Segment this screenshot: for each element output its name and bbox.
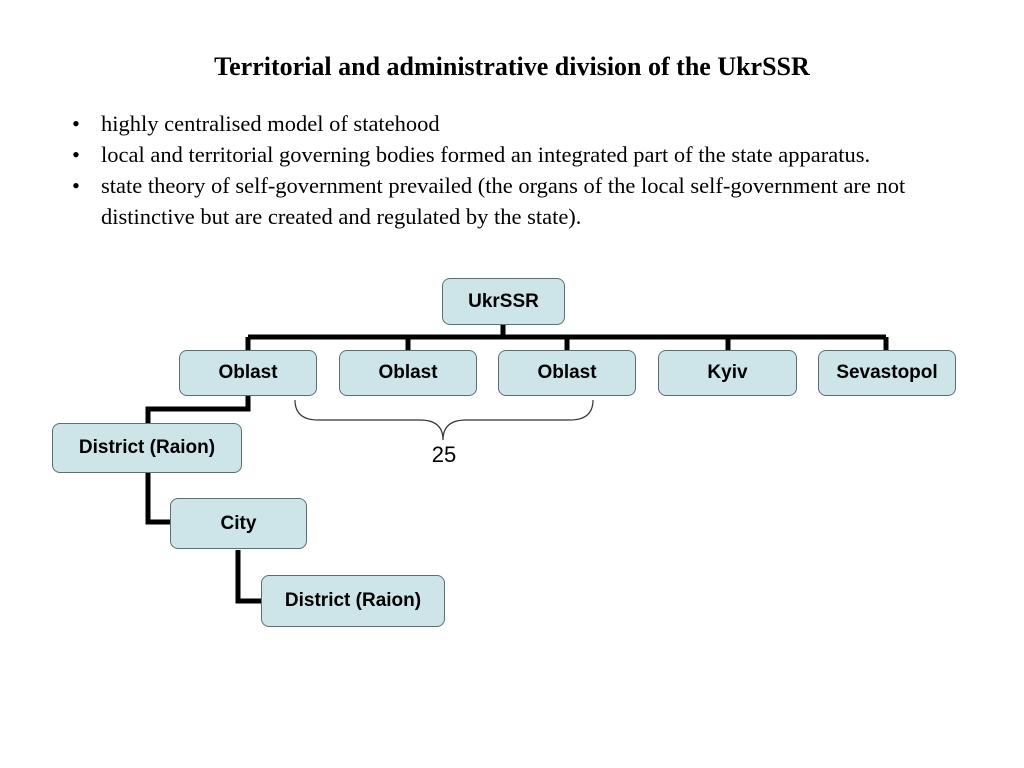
node-kyiv: Kyiv <box>658 350 797 396</box>
bullet-text: highly centralised model of statehood <box>101 111 440 136</box>
node-city: City <box>170 498 307 549</box>
bullet-item: • local and territorial governing bodies… <box>72 139 972 170</box>
bullet-icon: • <box>72 111 80 136</box>
bullet-icon: • <box>72 142 80 167</box>
node-oblast: Oblast <box>179 350 317 396</box>
connector-city <box>145 473 170 525</box>
connector-city-district <box>235 550 261 604</box>
bullet-list: • highly centralised model of statehood … <box>72 108 972 232</box>
oblast-brace <box>294 399 594 441</box>
bullet-text: state theory of self-government prevaile… <box>101 173 906 229</box>
bullet-item: • state theory of self-government prevai… <box>72 170 972 232</box>
node-city-district-raion: District (Raion) <box>261 575 445 627</box>
node-oblast: Oblast <box>498 350 636 396</box>
connector-district <box>145 396 251 423</box>
bullet-icon: • <box>72 173 80 198</box>
bullet-text: local and territorial governing bodies f… <box>101 142 871 167</box>
node-ukrssr: UkrSSR <box>442 278 565 325</box>
node-sevastopol: Sevastopol <box>818 350 956 396</box>
oblast-count-label: 25 <box>431 442 457 467</box>
bullet-item: • highly centralised model of statehood <box>72 108 972 139</box>
node-district-raion: District (Raion) <box>52 423 242 473</box>
node-oblast: Oblast <box>339 350 477 396</box>
slide-title: Territorial and administrative division … <box>214 52 810 81</box>
